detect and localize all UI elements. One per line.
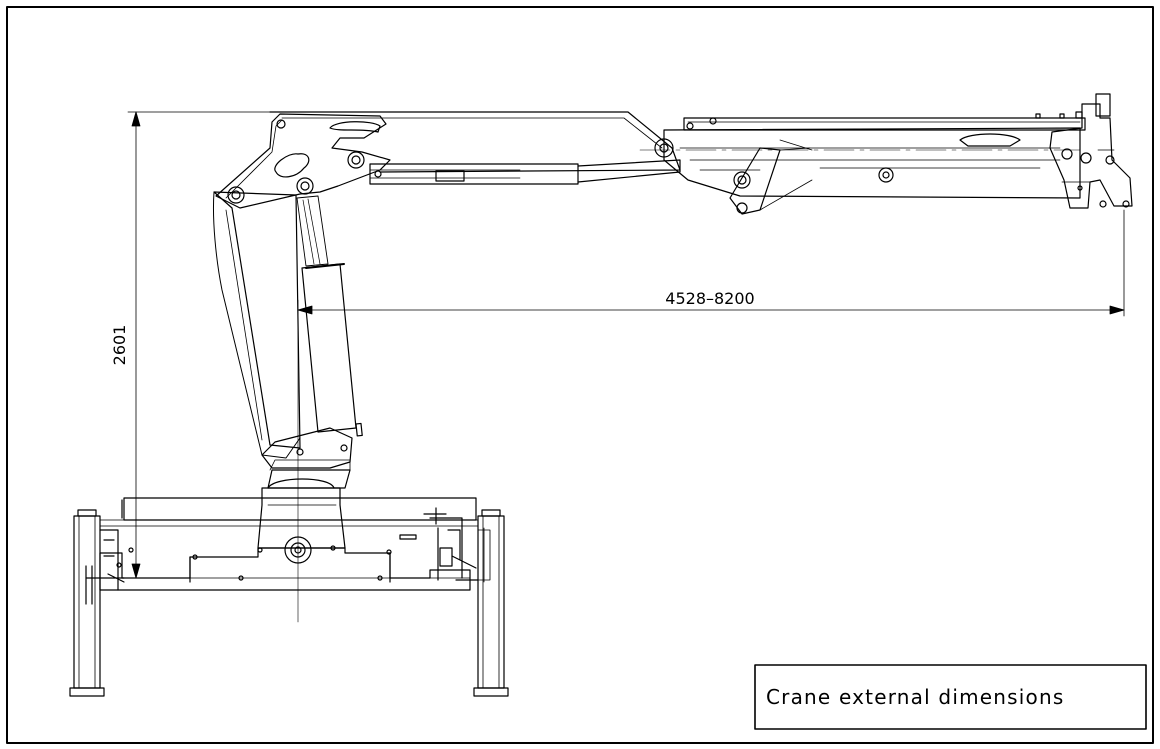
inner-boom bbox=[212, 191, 353, 469]
reach-dimension-label: 4528–8200 bbox=[665, 289, 754, 308]
height-dimension bbox=[127, 111, 271, 579]
boom-tip bbox=[1049, 93, 1133, 209]
knuckle-plate bbox=[215, 113, 391, 209]
slewing-column bbox=[257, 459, 351, 564]
centerlines bbox=[297, 149, 1081, 623]
drawing-title: Crane external dimensions bbox=[766, 685, 1064, 709]
crane-base bbox=[69, 497, 509, 697]
lift-cylinder bbox=[296, 195, 363, 437]
title-block bbox=[754, 664, 1147, 730]
drawing-frame bbox=[6, 6, 1154, 744]
outer-boom bbox=[269, 111, 681, 185]
height-dimension-label: 2601 bbox=[110, 325, 129, 366]
telescopic-extension bbox=[654, 113, 1086, 215]
reach-dimension bbox=[297, 209, 1125, 317]
